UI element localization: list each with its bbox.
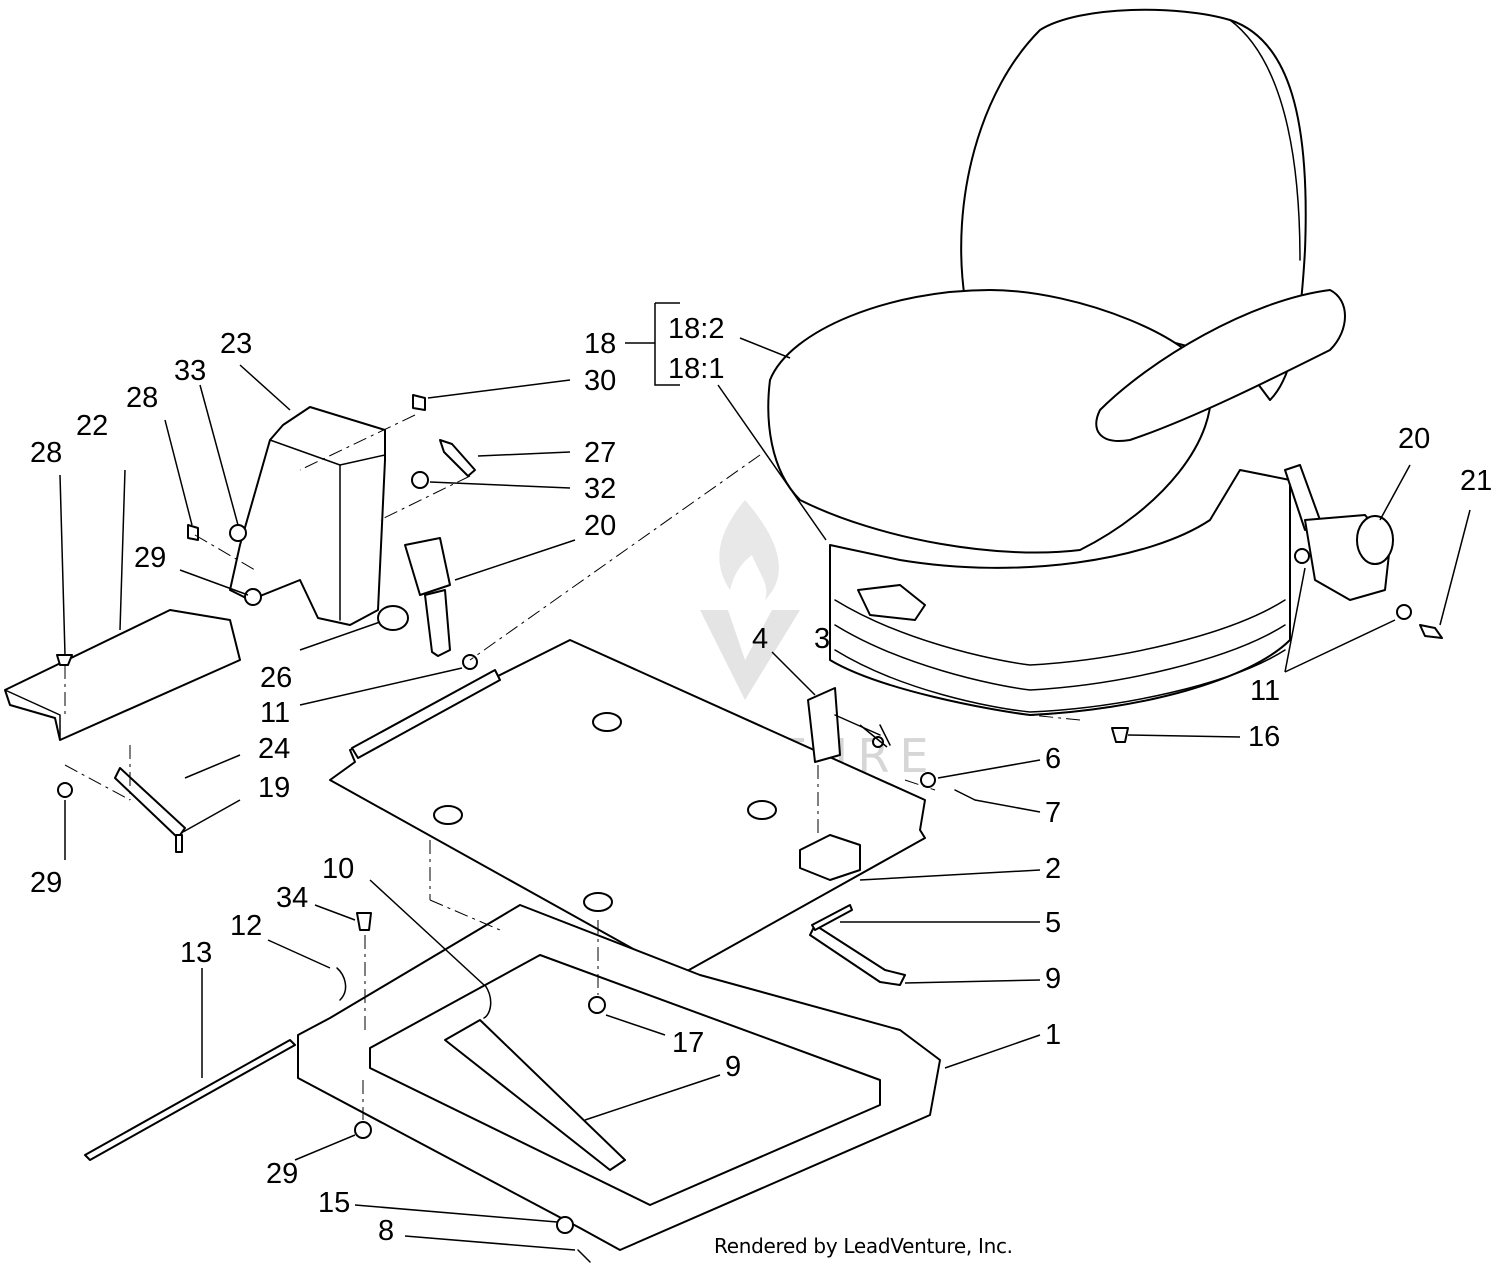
bolt-27 xyxy=(439,439,476,477)
callout-18: 18 xyxy=(584,328,616,360)
callout-9-upper: 9 xyxy=(1045,963,1061,995)
nut-29-left xyxy=(244,588,262,606)
leader-lines xyxy=(59,302,1471,1251)
seat-backrest-edge xyxy=(1229,19,1301,261)
callout-2: 2 xyxy=(1045,853,1061,885)
callout-32: 32 xyxy=(584,473,616,505)
watermark-logo-mark xyxy=(700,610,800,700)
seat-belt-retractor-right xyxy=(1284,464,1394,601)
callout-13: 13 xyxy=(180,937,212,969)
callout-27: 27 xyxy=(584,437,616,469)
nut-17 xyxy=(588,996,606,1014)
seat-belt-buckle-left xyxy=(404,537,451,657)
seat-mounting-plate xyxy=(329,639,926,976)
callout-15: 15 xyxy=(318,1187,350,1219)
slide-rod-9-upper xyxy=(809,924,906,986)
base-frame xyxy=(84,904,941,1251)
bolt-28-left xyxy=(56,654,73,666)
callout-19: 19 xyxy=(258,772,290,804)
callout-12: 12 xyxy=(230,910,262,942)
seat-cushion xyxy=(767,289,1213,554)
clip-8 xyxy=(577,1249,591,1263)
nut-29-lower xyxy=(57,782,73,798)
callout-23: 23 xyxy=(220,328,252,360)
callout-7: 7 xyxy=(1045,797,1061,829)
callout-20-right: 20 xyxy=(1398,423,1430,455)
mount-bracket-23 xyxy=(229,406,386,626)
hardware xyxy=(56,394,1443,1263)
washer-11-right-a xyxy=(1294,548,1310,564)
seat-assembly xyxy=(767,8,1346,716)
bolt-19 xyxy=(175,834,183,853)
callout-1: 1 xyxy=(1045,1019,1061,1051)
callout-21: 21 xyxy=(1460,465,1492,497)
washer-15 xyxy=(556,1216,574,1234)
assembly-lines xyxy=(64,414,1081,1120)
bolt-21 xyxy=(1419,624,1443,639)
seat-latch-bracket xyxy=(807,687,891,763)
cable-13 xyxy=(84,1039,296,1161)
plate-grommet xyxy=(592,712,622,732)
nut-33 xyxy=(229,524,247,542)
callout-3: 3 xyxy=(814,623,830,655)
callout-24: 24 xyxy=(258,733,290,765)
hairpin-10 xyxy=(483,984,492,1019)
nut-29-base xyxy=(354,1121,372,1139)
callout-28-right: 28 xyxy=(126,382,158,414)
callout-4: 4 xyxy=(752,623,768,655)
seat-adjust-handle xyxy=(857,584,926,621)
render-credit: Rendered by LeadVenture, Inc. xyxy=(714,1234,1013,1258)
callout-11-left: 11 xyxy=(260,697,290,729)
mount-bracket-22 xyxy=(4,609,241,741)
callout-5: 5 xyxy=(1045,907,1061,939)
bolt-30 xyxy=(412,394,426,411)
callout-8: 8 xyxy=(378,1215,394,1247)
plate-hinge-tab xyxy=(799,834,861,881)
callout-20-left: 20 xyxy=(584,510,616,542)
callout-10: 10 xyxy=(322,853,354,885)
callout-29-left: 29 xyxy=(134,542,166,574)
washer-11-right-b xyxy=(1396,604,1412,620)
washer-6 xyxy=(920,772,936,788)
washer-11-left xyxy=(462,654,478,670)
bolt-28 xyxy=(187,524,199,541)
plate-grommet xyxy=(583,892,613,912)
callout-29-lower: 29 xyxy=(30,867,62,899)
slide-rod-9 xyxy=(444,1019,626,1171)
callout-17: 17 xyxy=(672,1027,704,1059)
plate-grommet xyxy=(747,800,777,820)
callout-29-base: 29 xyxy=(266,1158,298,1190)
seat-suspension-bellows xyxy=(834,599,1286,713)
pin-7 xyxy=(954,789,976,801)
callout-labels: 1 2 3 4 5 6 7 8 9 9 10 11 11 12 13 15 16… xyxy=(30,313,1492,1247)
bolt-16 xyxy=(1111,727,1129,743)
callout-6: 6 xyxy=(1045,743,1061,775)
callout-34: 34 xyxy=(276,882,308,914)
callout-16: 16 xyxy=(1248,721,1280,753)
watermark-flame-icon xyxy=(719,500,779,600)
pin-5 xyxy=(811,904,853,931)
nut-32 xyxy=(411,471,429,489)
callout-18-2: 18:2 xyxy=(668,313,724,345)
bolt-34 xyxy=(356,912,372,931)
seat-armrest xyxy=(1095,289,1346,442)
callout-33: 33 xyxy=(174,355,206,387)
callout-11-right: 11 xyxy=(1250,675,1280,707)
callout-30: 30 xyxy=(584,365,616,397)
strap-24 xyxy=(114,767,186,839)
callout-26: 26 xyxy=(260,662,292,694)
base-frame-inner xyxy=(369,954,881,1206)
spacer-26 xyxy=(377,605,409,631)
callout-22: 22 xyxy=(76,410,108,442)
plate-grommet xyxy=(433,805,463,825)
callout-28-left: 28 xyxy=(30,437,62,469)
rod-11 xyxy=(351,669,501,759)
hairpin-12 xyxy=(336,967,347,1001)
callout-9-lower: 9 xyxy=(725,1051,741,1083)
callout-18-1: 18:1 xyxy=(668,353,724,385)
